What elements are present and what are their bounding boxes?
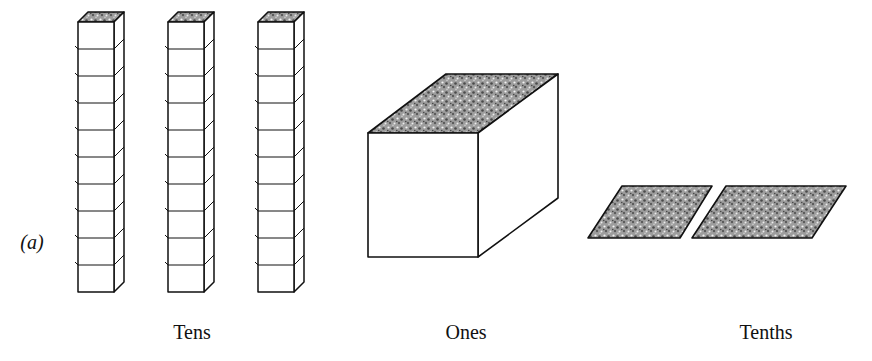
cube-edge xyxy=(78,238,114,239)
cube-tick xyxy=(75,181,78,184)
cube-tick xyxy=(75,208,78,211)
tens-rod xyxy=(255,12,304,292)
cube-edge xyxy=(204,120,214,130)
cube-edge xyxy=(258,130,294,131)
cube-edge xyxy=(258,76,294,77)
cube-edge xyxy=(168,76,204,77)
cube-edge xyxy=(78,103,114,104)
cube-tick xyxy=(165,46,168,49)
ones-block xyxy=(368,74,558,257)
cube-edge xyxy=(168,130,204,131)
cube-edge xyxy=(78,49,114,50)
cube-edge xyxy=(258,184,294,185)
cube-edge xyxy=(294,39,304,49)
cube-tick xyxy=(165,100,168,103)
cube-edge xyxy=(78,265,114,266)
cube-edge xyxy=(258,265,294,266)
cube-edge xyxy=(294,201,304,211)
cube-edge xyxy=(168,103,204,104)
cube-edge xyxy=(258,49,294,50)
cube-tick xyxy=(165,208,168,211)
cube-tick xyxy=(165,181,168,184)
cube-edge xyxy=(294,174,304,184)
cube-edge xyxy=(78,76,114,77)
rod-side xyxy=(294,12,304,292)
figure-tag: (a) xyxy=(20,231,43,253)
cube-tick xyxy=(75,262,78,265)
cube-edge xyxy=(114,147,124,157)
tens-rod xyxy=(165,12,214,292)
cube-edge xyxy=(168,184,204,185)
rod-front xyxy=(78,22,114,292)
cube-edge xyxy=(204,255,214,265)
rod-front xyxy=(258,22,294,292)
cube-tick xyxy=(255,181,258,184)
cube-edge xyxy=(168,49,204,50)
block-label: Tenths xyxy=(739,321,792,343)
cube-tick xyxy=(165,73,168,76)
cube-edge xyxy=(204,147,214,157)
cube-edge xyxy=(204,93,214,103)
cube-tick xyxy=(165,262,168,265)
cube-edge xyxy=(258,238,294,239)
cube-edge xyxy=(294,255,304,265)
cube-edge xyxy=(204,39,214,49)
cube-tick xyxy=(255,154,258,157)
cube-edge xyxy=(294,93,304,103)
cube-tick xyxy=(75,154,78,157)
cube-edge xyxy=(114,201,124,211)
cube-tick xyxy=(75,127,78,130)
cube-edge xyxy=(114,39,124,49)
tens-rod xyxy=(75,12,124,292)
cube-tick xyxy=(75,100,78,103)
cube-edge xyxy=(294,66,304,76)
cube-tick xyxy=(255,73,258,76)
cube-edge xyxy=(114,255,124,265)
cube-edge xyxy=(204,66,214,76)
cube-tick xyxy=(165,127,168,130)
cube-edge xyxy=(114,174,124,184)
cube-edge xyxy=(168,238,204,239)
cube-edge xyxy=(258,157,294,158)
tenths-flats xyxy=(588,186,846,238)
cube-edge xyxy=(258,103,294,104)
cube-edge xyxy=(294,120,304,130)
cube-tick xyxy=(255,208,258,211)
cube-tick xyxy=(75,46,78,49)
cube-edge xyxy=(78,211,114,212)
rod-side xyxy=(204,12,214,292)
rod-side xyxy=(114,12,124,292)
cube-edge xyxy=(204,201,214,211)
cube-edge xyxy=(168,211,204,212)
cube-edge xyxy=(114,66,124,76)
cube-edge xyxy=(168,157,204,158)
cube-tick xyxy=(165,235,168,238)
cube-edge xyxy=(204,228,214,238)
cube-tick xyxy=(255,127,258,130)
cube-edge xyxy=(258,211,294,212)
cube-tick xyxy=(255,262,258,265)
cube-edge xyxy=(294,147,304,157)
cube-tick xyxy=(75,73,78,76)
cube-edge xyxy=(294,228,304,238)
cube-edge xyxy=(114,228,124,238)
rod-front xyxy=(168,22,204,292)
cube-edge xyxy=(168,265,204,266)
cube-tick xyxy=(255,235,258,238)
cube-edge xyxy=(204,174,214,184)
cube-edge xyxy=(114,120,124,130)
cube-edge xyxy=(78,130,114,131)
tens-rods xyxy=(75,12,304,292)
cube-tick xyxy=(255,46,258,49)
cube-edge xyxy=(78,157,114,158)
cube-tick xyxy=(165,154,168,157)
cube-tick xyxy=(255,100,258,103)
cube-tick xyxy=(75,235,78,238)
cube-edge xyxy=(78,184,114,185)
block-label: Ones xyxy=(445,321,486,343)
cube-edge xyxy=(114,93,124,103)
block-label: Tens xyxy=(173,321,210,343)
